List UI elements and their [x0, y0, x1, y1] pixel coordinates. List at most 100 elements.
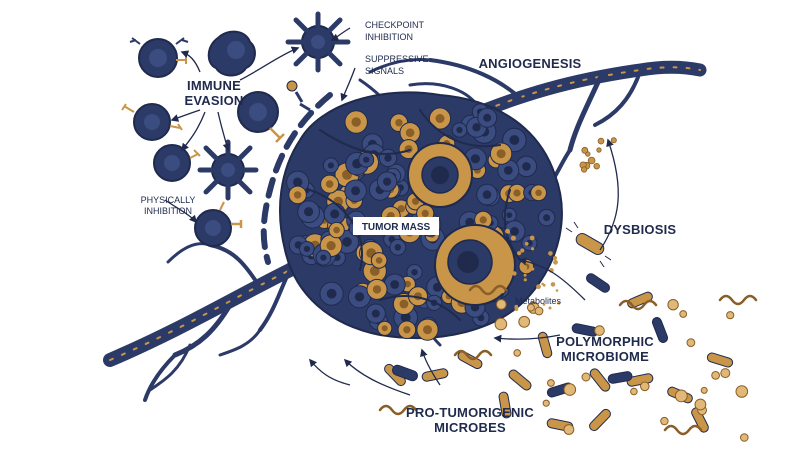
coccus-microbe — [542, 399, 550, 407]
rod-microbe — [585, 273, 611, 293]
tumor-cell-nucleus — [509, 135, 520, 145]
dendritic-cell-center — [197, 139, 259, 201]
tumor-cell-nucleus — [303, 245, 310, 252]
tumor-cell-nucleus — [421, 209, 429, 217]
dysbiosis-dot — [581, 146, 589, 154]
t-cell-top-left — [129, 37, 189, 78]
tumor-cell-nucleus — [326, 288, 337, 299]
tumor-cell-nucleus — [390, 280, 400, 289]
tumor-cell-nucleus — [435, 114, 445, 123]
spiral-microbe — [718, 294, 758, 306]
coccus-microbe — [495, 299, 507, 310]
macrophage-top — [207, 30, 256, 77]
tumor-cell-nucleus — [320, 254, 327, 261]
protumor-label-2: MICROBES — [434, 420, 506, 435]
metabolite-dot — [553, 256, 557, 260]
tumor-cell-nucleus — [354, 292, 365, 302]
rod-microbe — [457, 350, 483, 370]
rod-microbe — [627, 291, 653, 309]
metabolite-dot — [557, 301, 561, 305]
tumor-cell-nucleus — [351, 117, 361, 127]
tumor-cell-nucleus — [381, 325, 388, 332]
tumor-cell-nucleus — [384, 154, 392, 162]
tumor-cell-nucleus — [535, 189, 542, 197]
coccus-microbe — [667, 299, 679, 311]
coccus-microbe — [711, 371, 720, 380]
coccus-microbe — [660, 416, 669, 426]
metabolite-dot — [553, 259, 558, 265]
necrotic-lobe-lower — [434, 224, 516, 306]
t-cell-mid-left — [153, 144, 201, 182]
coccus-microbe — [563, 383, 577, 396]
t-cell-near-barrier — [237, 91, 285, 143]
tumor-cell-nucleus — [496, 149, 506, 159]
tumor-cell-nucleus — [482, 190, 492, 199]
coccus-microbe — [526, 303, 535, 312]
coccus-microbe — [594, 325, 605, 336]
metabolite-dot — [555, 289, 559, 292]
coccus-microbe — [518, 315, 531, 328]
microbes — [378, 137, 758, 442]
tumor-cell-nucleus — [326, 241, 336, 251]
rod-microbe-dark — [607, 371, 633, 384]
metabolite-dot — [548, 251, 553, 256]
coccus-microbe — [630, 387, 638, 396]
dysbiosis-dot — [580, 166, 588, 173]
tumor-cell-nucleus — [503, 166, 513, 175]
tumor-cell-nucleus — [543, 214, 551, 222]
tumor-cell-nucleus — [394, 244, 402, 251]
tumor-cell-nucleus — [412, 197, 420, 205]
metabolite-dot — [512, 271, 517, 276]
t-cell-left-middle — [121, 103, 183, 141]
metabolite-dot — [510, 235, 516, 241]
tumor-cell-nucleus — [423, 325, 432, 335]
tumor-mass-label-box — [353, 217, 439, 235]
coccus-microbe — [700, 386, 708, 394]
rod-microbe — [421, 368, 449, 382]
rod-microbe — [537, 331, 553, 359]
metabolite-dot — [536, 284, 541, 290]
labels: CHECKPOINT INHIBITION SUPPRESSIVE SIGNAL… — [141, 20, 677, 435]
rod-microbe — [691, 407, 709, 433]
arrows — [164, 27, 619, 396]
dendritic-cell-top — [285, 11, 351, 73]
protumor-label-1: PRO-TUMORIGENIC — [406, 405, 534, 420]
dysbiosis-dot — [593, 162, 600, 170]
suppressive-label-1: SUPPRESSIVE — [365, 54, 429, 64]
necrotic-lobe-upper — [407, 142, 473, 208]
angiogenesis-label: ANGIOGENESIS — [479, 56, 582, 71]
tumor-mass — [279, 91, 563, 341]
coccus-microbe — [679, 310, 688, 318]
metabolite-dot — [524, 241, 529, 246]
coccus-microbe — [640, 381, 650, 392]
tumor-cell-nucleus — [371, 309, 380, 318]
coccus-microbe — [726, 311, 735, 320]
metabolite-dot — [542, 303, 546, 306]
tumor-cell-nucleus — [456, 126, 463, 134]
spiral-microbe — [663, 424, 703, 436]
tumor-cell-nucleus — [479, 216, 487, 224]
tumor-cell-nucleus — [304, 207, 314, 217]
tumor-cell-nucleus — [404, 280, 411, 288]
coccus-microbe — [547, 379, 555, 387]
tumor-cell-nucleus — [472, 123, 481, 132]
metabolite-dot — [508, 265, 513, 271]
spiral-microbe — [378, 404, 418, 416]
t-cell-bottom-left — [194, 201, 243, 247]
flagella — [565, 221, 612, 268]
tumor-cell-nucleus — [327, 162, 334, 169]
coccus-microbe — [720, 368, 731, 379]
suppressive-label-2: SIGNALS — [365, 66, 404, 76]
immune-label-1: IMMUNE — [187, 78, 241, 93]
tumor-cell-nucleus — [369, 266, 380, 276]
tumor-cell-nucleus — [470, 154, 480, 164]
tumor-cell-nucleus — [363, 156, 370, 163]
tumor-cell-nucleus — [333, 226, 340, 234]
metabolite-dot — [522, 265, 528, 271]
tumor-cell-nucleus — [342, 237, 352, 247]
dysbiosis-label: DYSBIOSIS — [604, 222, 677, 237]
tumor-cell-nucleus — [351, 186, 361, 196]
metabolites-label: Metabolites — [515, 296, 562, 306]
spiral-microbe — [453, 349, 493, 361]
coccus-microbe — [674, 389, 688, 403]
